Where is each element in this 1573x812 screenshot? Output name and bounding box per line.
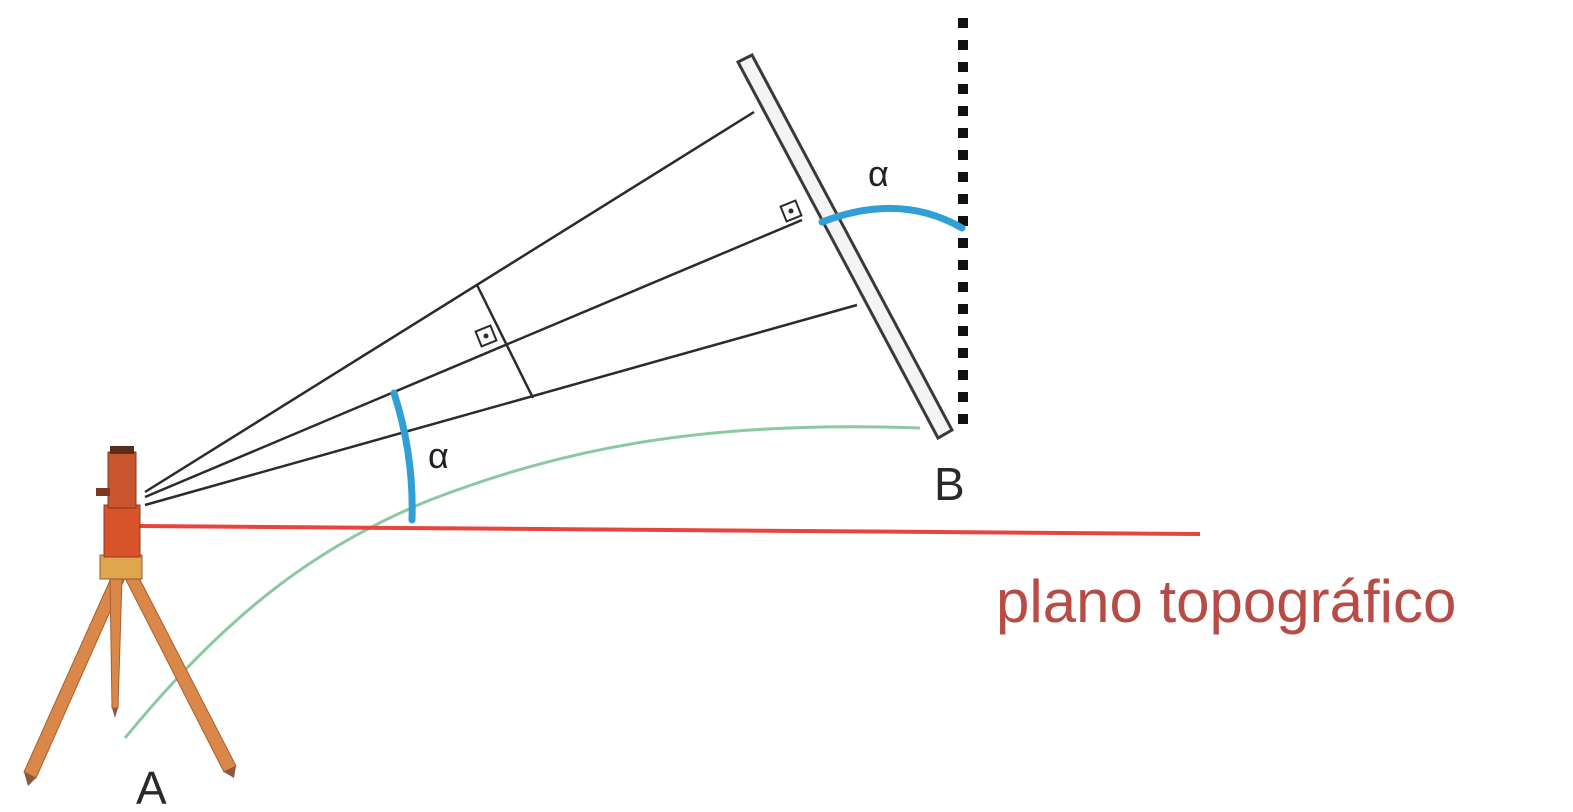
angle-label-rod: α [868,153,889,194]
perpendicular-segment [475,284,535,399]
sight-line-lower [144,303,858,507]
angle-label-instrument: α [428,435,449,476]
tripod-leg-center [109,577,123,709]
terrain-curve [123,425,921,739]
level-instrument [23,446,237,786]
sight-line-middle [144,218,803,499]
sight-lines [144,110,858,507]
right-angle-marker-rod [779,199,803,223]
right-angle-marker-center [474,324,498,348]
point-a-label: A [136,762,167,812]
point-b-label: B [934,458,965,510]
tripod-leg-right [123,571,237,773]
leveling-rod [735,53,955,441]
topographic-plane-line [139,524,1201,536]
sight-line-upper [144,110,755,494]
angle-arc-instrument [390,389,416,524]
angle-arc-rod [818,204,966,232]
plane-label: plano topográfico [996,568,1456,635]
tripod-leg-left [23,575,125,779]
